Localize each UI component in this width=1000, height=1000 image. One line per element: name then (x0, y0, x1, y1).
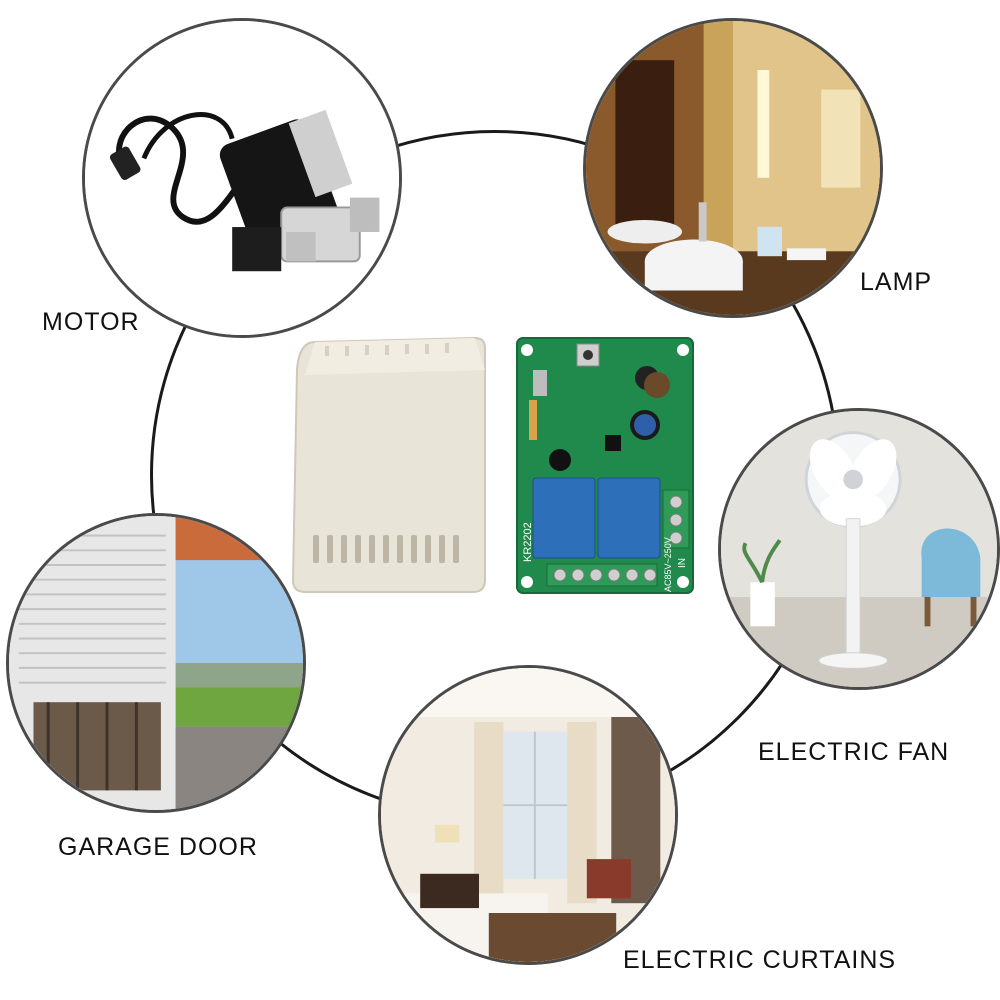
pcb-model-text: KR2202 (522, 522, 534, 562)
motor-photo (82, 18, 402, 338)
receiver-module-group: KR2202 AC85V~250V IN (285, 330, 715, 600)
bathroom-lamp-image (586, 21, 880, 315)
garage-door-photo (6, 513, 306, 813)
bedroom-curtains-image (381, 668, 675, 962)
label-garage-door: GARAGE DOOR (58, 833, 258, 861)
label-electric-fan: ELECTRIC FAN (758, 738, 950, 766)
plastic-enclosure (291, 336, 486, 593)
label-electric-curtains: ELECTRIC CURTAINS (623, 946, 897, 974)
pcb-input-text: IN (677, 558, 688, 568)
relay-2 (597, 477, 661, 559)
label-lamp: LAMP (860, 268, 933, 296)
rolling-shutter-image (9, 516, 303, 810)
relay-1 (532, 477, 596, 559)
label-motor: MOTOR (42, 308, 140, 336)
standing-fan-image (721, 411, 997, 687)
motor-pump-image (85, 21, 399, 335)
curtains-photo (378, 665, 678, 965)
lamp-photo (583, 18, 883, 318)
fan-photo (718, 408, 1000, 690)
pcb-voltage-text: AC85V~250V (663, 537, 673, 592)
receiver-module-image: KR2202 AC85V~250V IN (291, 336, 694, 594)
screw-terminals (546, 489, 690, 587)
